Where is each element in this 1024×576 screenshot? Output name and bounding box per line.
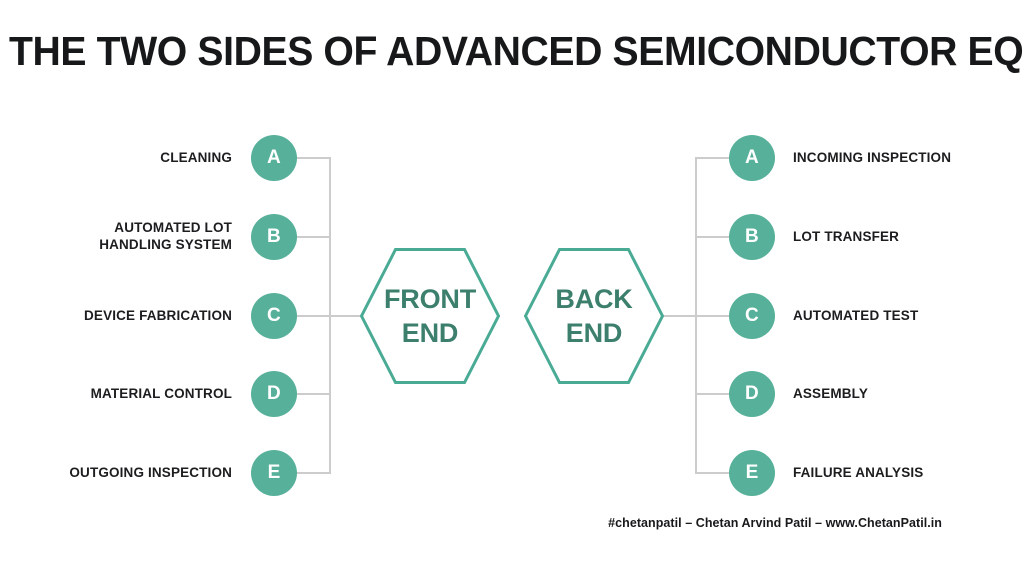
front-end-step-b-badge[interactable]: B <box>251 214 297 260</box>
left-branch-c <box>295 315 331 317</box>
back-end-step-e-label: FAILURE ANALYSIS <box>793 465 924 480</box>
left-trunk-to-hexagon <box>329 315 363 317</box>
front-end-step-b-label: AUTOMATED LOT HANDLING SYSTEM <box>99 220 232 252</box>
back-end-step-d-label: ASSEMBLY <box>793 386 868 401</box>
back-end-hexagon[interactable]: BACK END <box>523 247 665 385</box>
front-end-step-e-badge[interactable]: E <box>251 450 297 496</box>
back-end-step-d-badge[interactable]: D <box>729 371 775 417</box>
front-end-step-c-label: DEVICE FABRICATION <box>84 308 232 323</box>
back-end-step-a-badge[interactable]: A <box>729 135 775 181</box>
back-end-step-b-badge[interactable]: B <box>729 214 775 260</box>
hexagon-outline-icon <box>523 248 665 384</box>
front-end-step-c-badge[interactable]: C <box>251 293 297 339</box>
front-end-step-a-badge[interactable]: A <box>251 135 297 181</box>
front-end-step-a-label: CLEANING <box>160 150 232 165</box>
left-branch-b <box>295 236 331 238</box>
front-end-step-d-label: MATERIAL CONTROL <box>90 386 232 401</box>
back-end-step-c-label: AUTOMATED TEST <box>793 308 919 323</box>
right-branch-c <box>695 315 731 317</box>
right-branch-d <box>695 393 731 395</box>
left-branch-a <box>295 157 331 159</box>
back-end-step-b-label: LOT TRANSFER <box>793 229 900 244</box>
front-end-step-e-label: OUTGOING INSPECTION <box>69 465 232 480</box>
left-branch-d <box>295 393 331 395</box>
right-branch-a <box>695 157 731 159</box>
left-branch-e <box>295 472 331 474</box>
hexagon-outline-icon <box>359 248 501 384</box>
right-branch-e <box>695 472 731 474</box>
attribution-footer: #chetanpatil – Chetan Arvind Patil – www… <box>608 516 942 530</box>
right-trunk-to-hexagon <box>662 315 697 317</box>
back-end-step-c-badge[interactable]: C <box>729 293 775 339</box>
back-end-step-e-badge[interactable]: E <box>729 450 775 496</box>
front-end-step-d-badge[interactable]: D <box>251 371 297 417</box>
back-end-step-a-label: INCOMING INSPECTION <box>793 150 952 165</box>
front-end-hexagon[interactable]: FRONT END <box>359 247 501 385</box>
right-branch-b <box>695 236 731 238</box>
page-title: THE TWO SIDES OF ADVANCED SEMICONDUCTOR … <box>9 28 1024 74</box>
